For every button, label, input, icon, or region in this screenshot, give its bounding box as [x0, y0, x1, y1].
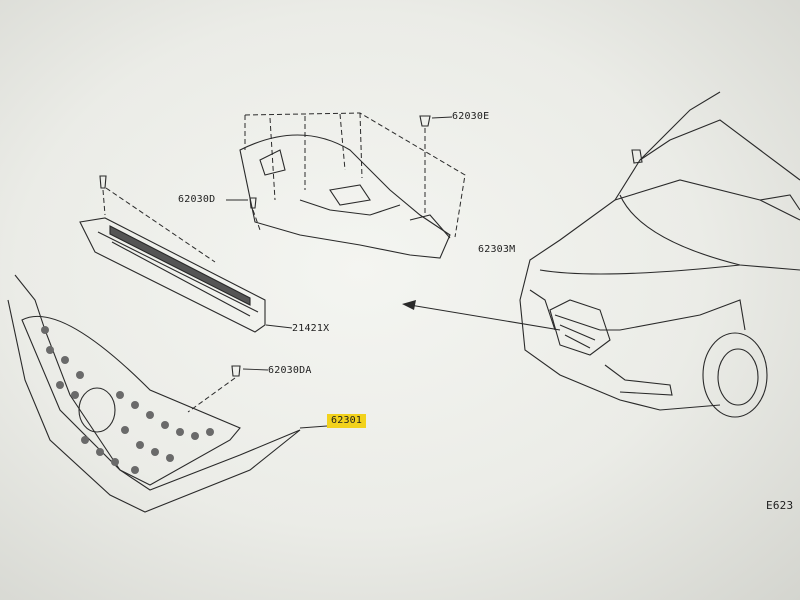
vehicle-outline [519, 91, 800, 418]
under-cover-part [239, 112, 466, 259]
front-grille-part [7, 274, 328, 513]
label-21421x: 21421X [292, 323, 330, 334]
clip-62030da-part [187, 365, 269, 413]
label-62030d: 62030D [178, 194, 216, 205]
grille-reinforcement-part [79, 175, 293, 333]
pointer-arrow [402, 300, 561, 331]
label-62030e: 62030E [452, 111, 490, 122]
clip-62030d-part [226, 197, 261, 231]
label-62030da: 62030DA [268, 365, 312, 376]
figure-code: E623 [766, 499, 794, 512]
label-62301-highlighted: 62301 [327, 414, 367, 428]
clip-62030e-part [419, 115, 453, 215]
label-62303m: 62303M [478, 244, 516, 255]
